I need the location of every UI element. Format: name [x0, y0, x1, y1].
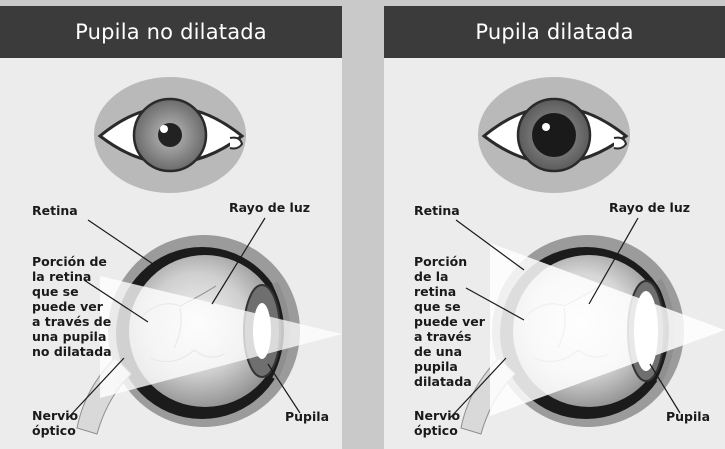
- eye-cross-section: [460, 235, 725, 435]
- panel-dilated: Pupila dilatada: [384, 6, 725, 449]
- label-pupil: Pupila: [666, 409, 711, 424]
- panel-title: Pupila dilatada: [384, 6, 725, 58]
- label-optic-nerve: Nervio óptico: [414, 408, 461, 438]
- eye-diagram-undilated: [67, 77, 342, 435]
- panel-figure: Retina Rayo de luz Porción de la retina …: [0, 58, 342, 449]
- label-retina-portion: Porción de la retina que se puede ver a …: [32, 254, 112, 359]
- pupil-large: [532, 113, 576, 157]
- label-light-ray: Rayo de luz: [609, 200, 690, 215]
- label-retina: Retina: [414, 203, 460, 218]
- label-optic-nerve: Nervio óptico: [32, 408, 79, 438]
- eye-diagram-dilated: [449, 77, 725, 435]
- panel-undilated: Pupila no dilatada: [0, 6, 342, 449]
- label-light-ray: Rayo de luz: [229, 200, 310, 215]
- panel-figure: Retina Rayo de luz Porción de la retina …: [384, 58, 725, 449]
- eye-front-view: [94, 77, 246, 193]
- light-beam: [490, 243, 725, 416]
- eye-front-view: [478, 77, 630, 193]
- eye-cross-section: [76, 235, 342, 435]
- pointer-lines: [67, 217, 301, 419]
- label-pupil: Pupila: [285, 409, 330, 424]
- label-retina: Retina: [32, 203, 78, 218]
- light-beam: [100, 276, 342, 398]
- panel-title: Pupila no dilatada: [0, 6, 342, 58]
- pointer-lines: [449, 217, 681, 419]
- label-retina-portion: Porción de la retina que se puede ver a …: [414, 254, 485, 389]
